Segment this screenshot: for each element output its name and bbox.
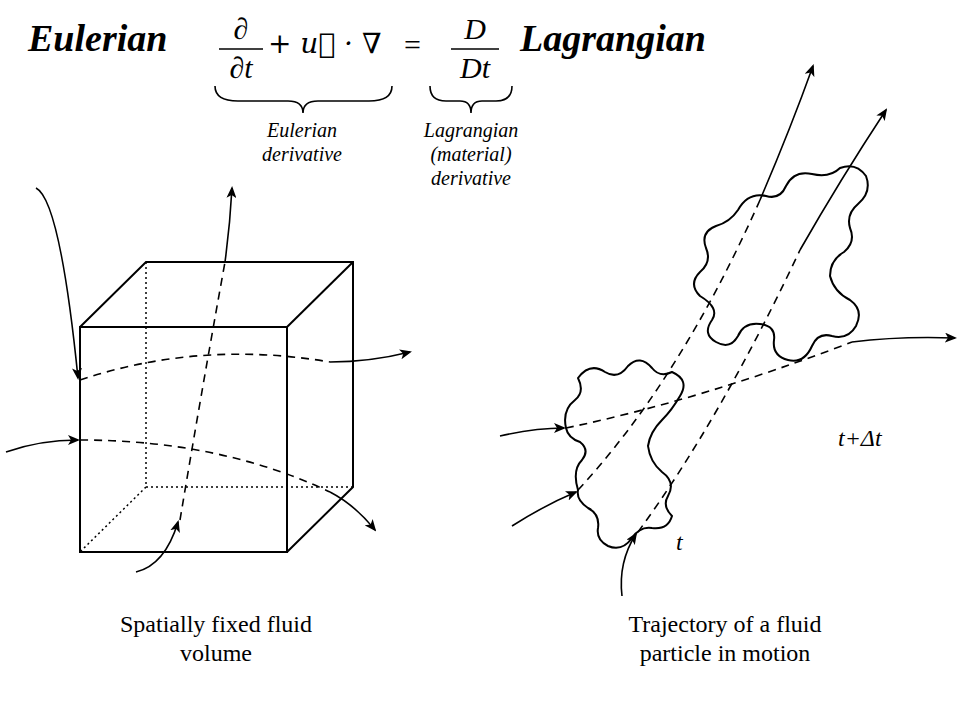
time-label: t	[676, 528, 683, 557]
streamline-out	[330, 352, 410, 362]
cube-streamlines	[6, 188, 410, 572]
equation-term: + u⃗ · ∇	[268, 30, 381, 58]
trajectory-out	[852, 338, 955, 343]
trajectory-in	[621, 534, 636, 596]
hidden-edge	[146, 486, 353, 488]
trajectory-in	[512, 492, 576, 526]
particle-at-t	[565, 360, 684, 547]
particle-at-t-plus-dt	[694, 166, 868, 361]
streamline-in	[6, 440, 78, 452]
underbrace	[430, 86, 512, 113]
cube-hidden-edges	[80, 262, 353, 552]
cube-back-edges	[80, 262, 353, 552]
fraction-denominator: Dt	[445, 53, 505, 83]
fraction-bar	[451, 48, 499, 50]
streamline-out	[225, 188, 232, 262]
cube-edge	[287, 262, 353, 327]
brace-label: Lagrangian (material) derivative	[405, 118, 537, 190]
fraction-numerator: D	[448, 14, 502, 44]
trajectory-dashed	[638, 250, 800, 532]
fraction-bar	[219, 48, 263, 50]
caption: Trajectory of a fluid particle in motion	[605, 610, 845, 668]
streamline-dashed	[80, 440, 330, 492]
hidden-edge	[145, 262, 147, 487]
streamline-out	[330, 492, 375, 530]
particle-trajectories	[500, 66, 955, 596]
heading-word: Eulerian	[28, 16, 167, 62]
trajectory-dashed	[578, 200, 760, 490]
fixed-cube	[80, 262, 353, 552]
fluid-particle	[565, 166, 868, 548]
streamline-dashed	[180, 262, 225, 520]
time-label: t+Δt	[838, 424, 882, 453]
streamline-in	[136, 522, 178, 572]
brace-label: Eulerian derivative	[238, 118, 366, 166]
equals-sign: =	[404, 30, 421, 60]
trajectory-dashed	[566, 342, 852, 428]
trajectory-in	[500, 428, 564, 436]
hidden-edge	[80, 487, 146, 552]
fraction-denominator: ∂t	[214, 53, 268, 83]
streamline-in	[36, 188, 78, 378]
trajectory-out	[760, 66, 813, 200]
heading-word: Lagrangian	[520, 16, 706, 62]
cube-front-face	[80, 327, 287, 552]
trajectory-out	[800, 110, 886, 250]
underbrace	[215, 86, 392, 113]
fraction-numerator: ∂	[218, 14, 264, 44]
caption: Spatially fixed fluid volume	[120, 610, 312, 668]
equation-marks	[215, 49, 512, 113]
